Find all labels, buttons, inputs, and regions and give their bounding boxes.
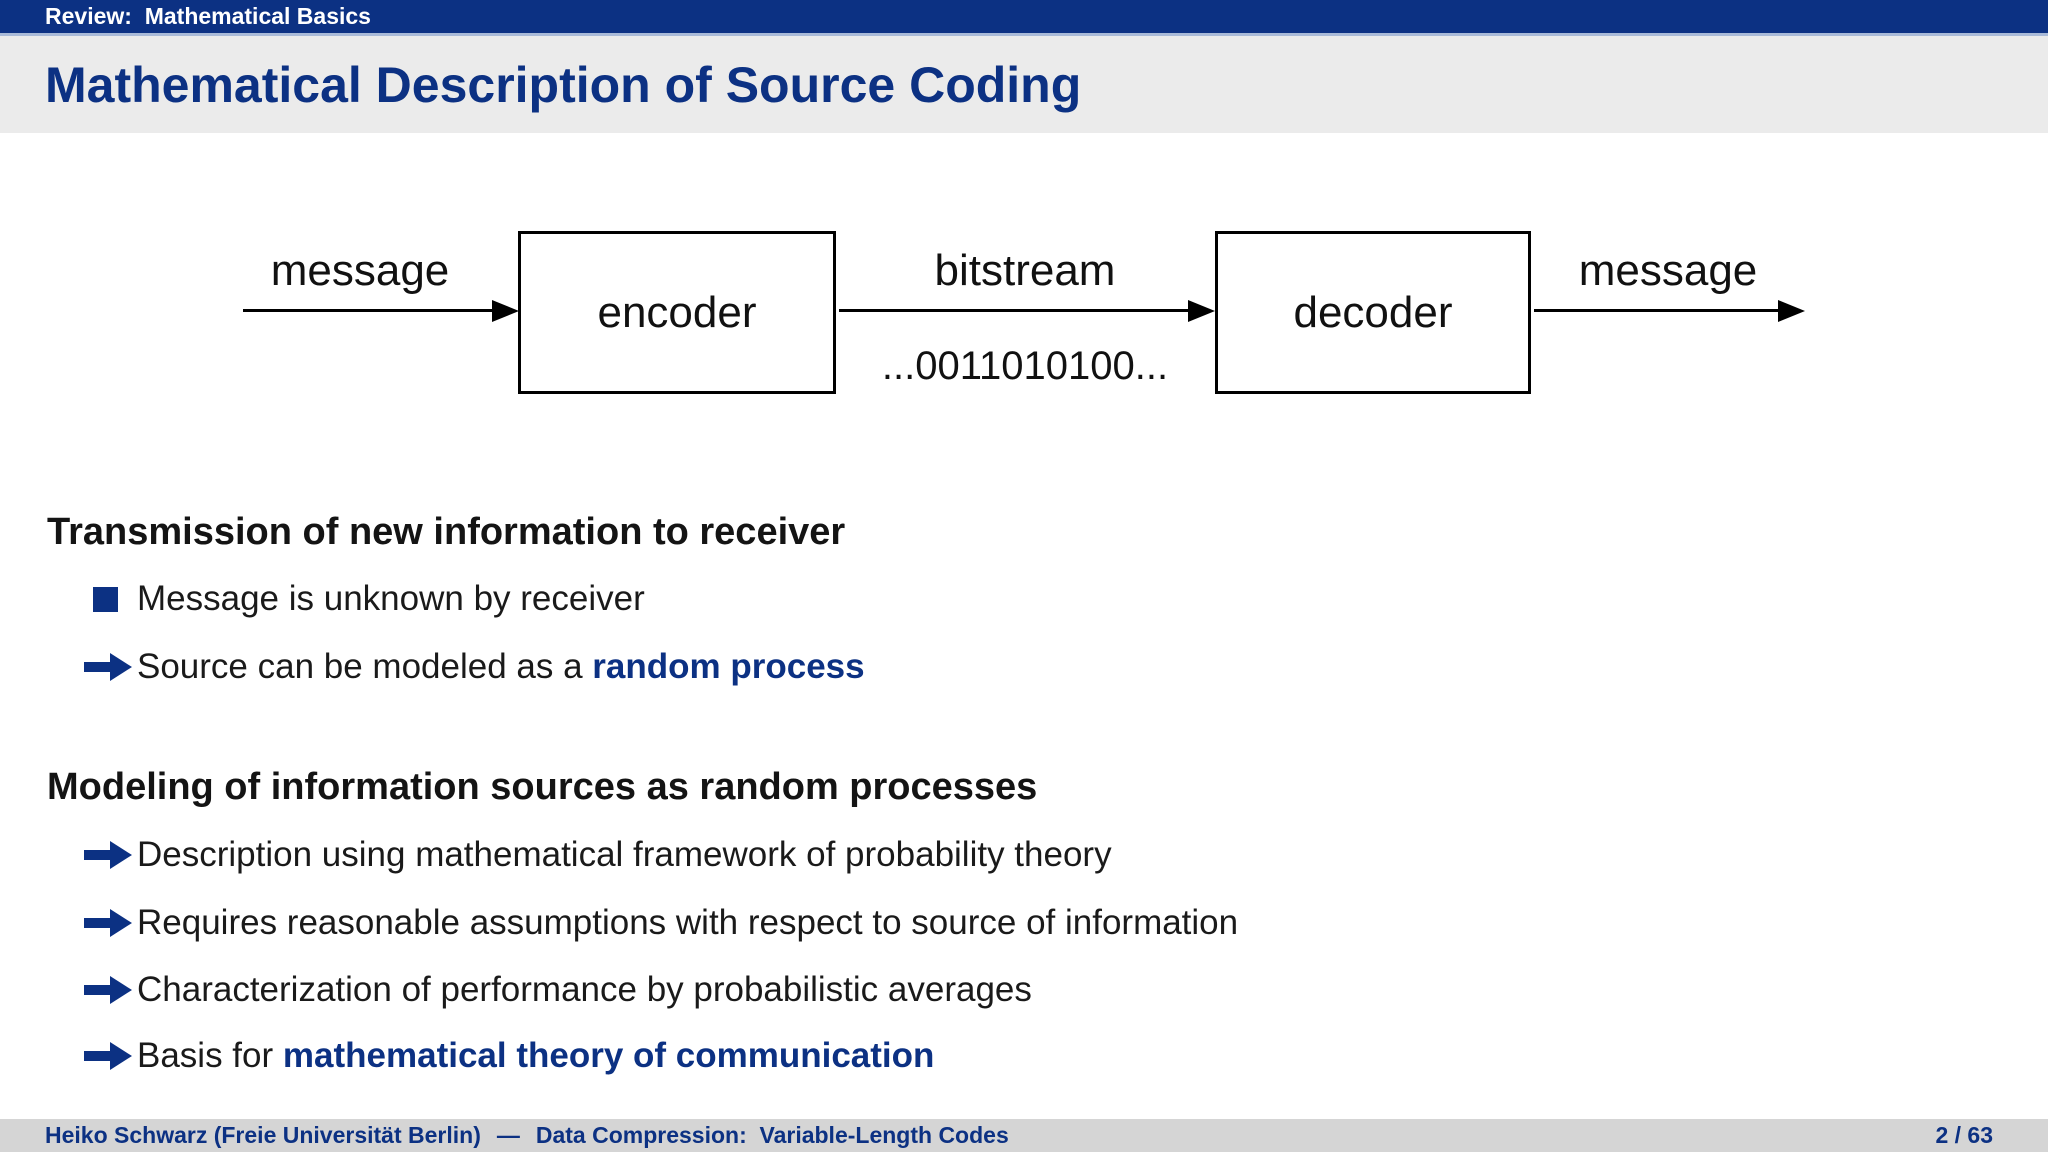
- encoder-box: encoder: [518, 231, 836, 394]
- list-item: Description using mathematical framework…: [80, 830, 1112, 880]
- bitstream-label: bitstream: [934, 246, 1116, 295]
- section-title: Review: Mathematical Basics: [45, 3, 371, 29]
- block2-heading-row: Modeling of information sources as rando…: [47, 762, 1037, 812]
- bitstream-bits: ...0011010100...: [881, 344, 1169, 388]
- list-item-text: Requires reasonable assumptions with res…: [137, 903, 1239, 942]
- list-item-text: Characterization of performance by proba…: [137, 970, 1032, 1009]
- list-item: Basis for mathematical theory of communi…: [80, 1031, 934, 1081]
- list-item-text: Description using mathematical framework…: [137, 835, 1112, 874]
- list-item: Requires reasonable assumptions with res…: [80, 898, 1238, 948]
- block1-heading-row: Transmission of new information to recei…: [47, 507, 845, 557]
- footer-course: Data Compression: Variable-Length Codes: [535, 1122, 1009, 1148]
- arrow-bullet-icon: [80, 974, 137, 1006]
- block1-heading: Transmission of new information to recei…: [47, 510, 846, 553]
- decoder-box: decoder: [1215, 231, 1531, 394]
- bitstream-arrowhead-icon: [1188, 300, 1215, 322]
- list-item: Message is unknown by receiver: [80, 574, 645, 624]
- arrow-bullet-icon: [80, 907, 137, 939]
- footer-page-number: 2 / 63: [1935, 1122, 1993, 1148]
- decoder-label: decoder: [1293, 287, 1453, 337]
- input-arrow-line: [243, 309, 493, 312]
- square-bullet-icon: [80, 586, 137, 612]
- output-message-label: message: [1578, 246, 1758, 295]
- arrow-bullet-icon: [80, 1040, 137, 1072]
- footer-bar: Heiko Schwarz (Freie Universität Berlin)…: [0, 1119, 2048, 1152]
- output-arrow-line: [1534, 309, 1779, 312]
- list-item-text: Basis for mathematical theory of communi…: [137, 1036, 935, 1075]
- section-header-bar: Review: Mathematical Basics: [0, 0, 2048, 36]
- footer-separator: —: [496, 1122, 520, 1148]
- emphasis-text: mathematical theory of communication: [282, 1036, 935, 1075]
- arrow-bullet-icon: [80, 651, 137, 683]
- emphasis-text: random process: [592, 647, 865, 686]
- footer-author: Heiko Schwarz (Freie Universität Berlin): [45, 1122, 481, 1148]
- input-message-label: message: [270, 246, 450, 295]
- encoder-label: encoder: [597, 287, 757, 337]
- list-item-text: Source can be modeled as a random proces…: [137, 647, 865, 686]
- list-item-text: Message is unknown by receiver: [137, 579, 645, 618]
- arrow-bullet-icon: [80, 839, 137, 871]
- title-band: Mathematical Description of Source Codin…: [0, 36, 2048, 133]
- bitstream-arrow-line: [839, 309, 1189, 312]
- block2-heading: Modeling of information sources as rando…: [47, 765, 1038, 808]
- page-title: Mathematical Description of Source Codin…: [45, 56, 1082, 113]
- list-item: Source can be modeled as a random proces…: [80, 642, 865, 692]
- output-arrowhead-icon: [1778, 300, 1805, 322]
- list-item: Characterization of performance by proba…: [80, 965, 1032, 1015]
- input-arrowhead-icon: [492, 300, 519, 322]
